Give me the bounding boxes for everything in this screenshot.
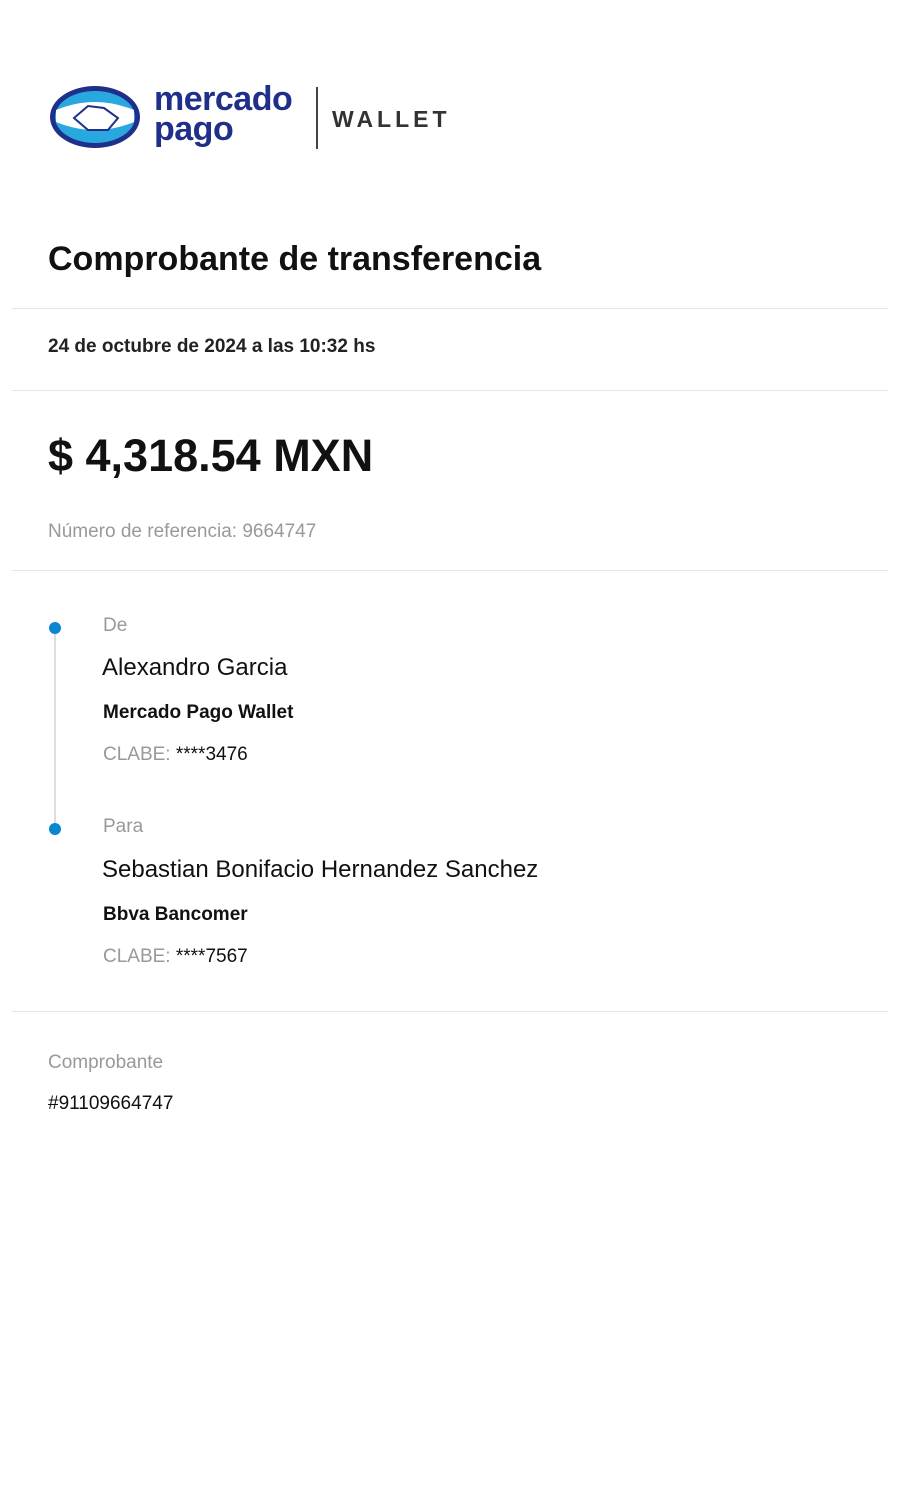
recipient-clabe: CLABE: ****7567 [103, 946, 248, 967]
wallet-label: WALLET [332, 106, 451, 132]
divider [12, 390, 888, 391]
recipient-bank: Bbva Bancomer [103, 904, 248, 925]
divider [12, 570, 888, 571]
transfer-amount: $ 4,318.54 MXN [48, 430, 374, 481]
divider [12, 1011, 888, 1012]
receipt-label: Comprobante [48, 1052, 164, 1073]
page-title: Comprobante de transferencia [48, 240, 542, 278]
sender-name: Alexandro Garcia [102, 654, 288, 681]
reference-number: Número de referencia: 9664747 [48, 521, 317, 542]
timeline-dot-to [49, 823, 61, 835]
sender-bank: Mercado Pago Wallet [103, 702, 294, 723]
transfer-date: 24 de octubre de 2024 a las 10:32 hs [48, 336, 376, 357]
recipient-name: Sebastian Bonifacio Hernandez Sanchez [102, 856, 539, 883]
timeline-dot-from [49, 622, 61, 634]
logo-divider [316, 87, 318, 149]
mercado-pago-handshake-logo [50, 86, 140, 148]
to-label: Para [103, 816, 144, 837]
from-label: De [103, 615, 128, 636]
timeline-line [54, 632, 56, 828]
divider [12, 308, 888, 309]
sender-clabe: CLABE: ****3476 [103, 744, 248, 765]
receipt-number: #91109664747 [48, 1093, 174, 1114]
